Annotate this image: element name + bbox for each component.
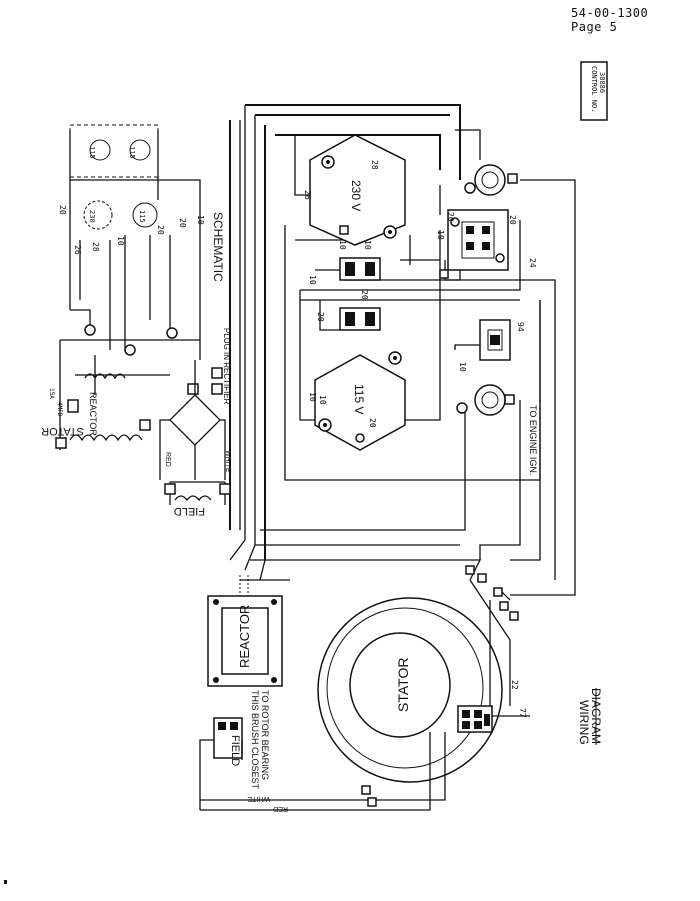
red-wire-label: RED [273,805,288,812]
field-brush-assembly: FIELD [213,717,243,766]
wire-10a: 10 [338,240,347,250]
receptacle-115a-label: 115 [88,146,96,159]
receptacle-115-label: 115 V [352,384,366,414]
terminal [507,173,518,184]
schem-wire-10a: 10 [116,236,125,246]
terminal [355,433,365,443]
schem-fuse-label: 15A [48,388,55,399]
wire-20c: 20 [316,312,325,322]
wire-10b: 10 [363,240,372,250]
schem-wire-10b: 10 [196,215,205,225]
circuit-breakers [339,257,381,331]
round-component-top [474,164,506,196]
receptacle-115-outline [69,124,159,178]
schem-terminal [219,483,231,495]
terminal [361,785,371,795]
receptacle-115a-symbol [89,139,111,161]
receptacle-115b-symbol [129,139,151,161]
schem-wire-26: 26 [73,245,82,255]
wire-10g: 10 [436,230,445,240]
receptacle-115v: 115 V [314,351,406,451]
schem-cap-label: 4MFD [56,402,63,417]
receptacle-115c-symbol [132,202,158,228]
scan-mark [4,880,7,884]
schem-wire-28: 28 [91,242,100,252]
to-engine-ign-label: TO ENGINE IGN. [528,405,538,475]
wire-20d: 20 [368,418,377,428]
terminal [509,611,519,621]
schem-white-label: WHITE [224,450,231,473]
white-wire-label: WHITE [247,795,270,802]
schem-plug-rectifier: PLUG IN RECTIFIER [222,328,231,405]
receptacle-230-label: 230 [88,210,96,223]
switch-terminal [124,344,136,356]
receptacle-230-label: 230 V [349,180,363,211]
stator-component: STATOR [317,597,503,783]
schem-field-label: FIELD [174,505,205,517]
terminal [493,587,503,597]
rectifier-bridge [169,394,221,446]
schem-terminal [55,437,67,449]
terminal [367,797,377,807]
wire-10f: 10 [458,362,467,372]
reactor-component: REACTOR [207,595,283,687]
voltage-selector-switch [447,209,509,271]
field-label: FIELD [229,735,241,766]
receptacle-115b-label: 115 [128,146,136,159]
wire-26: 26 [303,190,312,200]
wire-24: 24 [528,258,537,268]
terminal [499,601,509,611]
wiring-diagram-section: 230 V 26 28 10 10 10 20 20 115 V 10 10 [199,104,603,812]
wire-77: 77 [518,708,527,718]
document-number: 54-00-1300 [571,6,649,20]
stator-label: STATOR [395,658,411,712]
receptacle-115c-label: 115 [138,210,146,223]
terminal [504,394,515,405]
schem-wire-20: 20 [58,205,67,215]
receptacle-230-symbol [83,200,113,230]
terminal [339,225,349,235]
schem-terminal [67,399,79,413]
wire-20e: 20 [446,212,455,222]
terminal [464,182,476,194]
control-stamp-label: CONTROL NO. [590,66,598,112]
receptacle-230v: 230 V [309,134,406,246]
schem-red-label: RED [164,452,171,467]
wire-22: 22 [510,680,519,690]
engine-ignition-connector [479,319,511,361]
schem-terminal [139,419,151,431]
wiring-diagram-title-1: WIRING [577,700,591,745]
schem-reactor-label: REACTOR [88,392,98,436]
switch-terminal [166,327,178,339]
brush-note-line1: THIS BRUSH CLOSEST [250,690,260,790]
schem-wire-20b: 20 [178,218,187,228]
wire-20a: 20 [508,215,517,225]
schem-terminal [211,383,223,395]
schem-terminal [211,367,223,379]
schem-stator-label: STATOR [41,425,84,437]
schem-terminal [164,483,176,495]
page-number: Page 5 [571,20,618,34]
control-number-stamp: CONTROL NO. 38886 [580,61,608,121]
wire-94: 94 [516,322,525,332]
schematic-section: SCHEMATIC 115 115 230 115 20 26 28 10 10… [41,120,241,530]
wire-28: 28 [370,160,379,170]
terminal [439,269,449,279]
schem-terminal [187,383,199,395]
brush-note-line2: TO ROTOR BEARING [260,690,270,780]
schematic-title: SCHEMATIC [211,212,225,282]
wire-10c: 10 [308,275,317,285]
terminal [465,565,475,575]
wire-10e: 10 [308,392,317,402]
schem-wire-20c: 20 [156,225,165,235]
wire-10d: 10 [318,395,327,405]
terminal [456,402,468,414]
round-component-bottom [474,384,506,416]
wire-20b: 20 [360,290,369,300]
reactor-label: REACTOR [237,605,252,668]
terminal [477,573,487,583]
control-stamp-number: 38886 [598,72,606,93]
switch-terminal [84,324,96,336]
